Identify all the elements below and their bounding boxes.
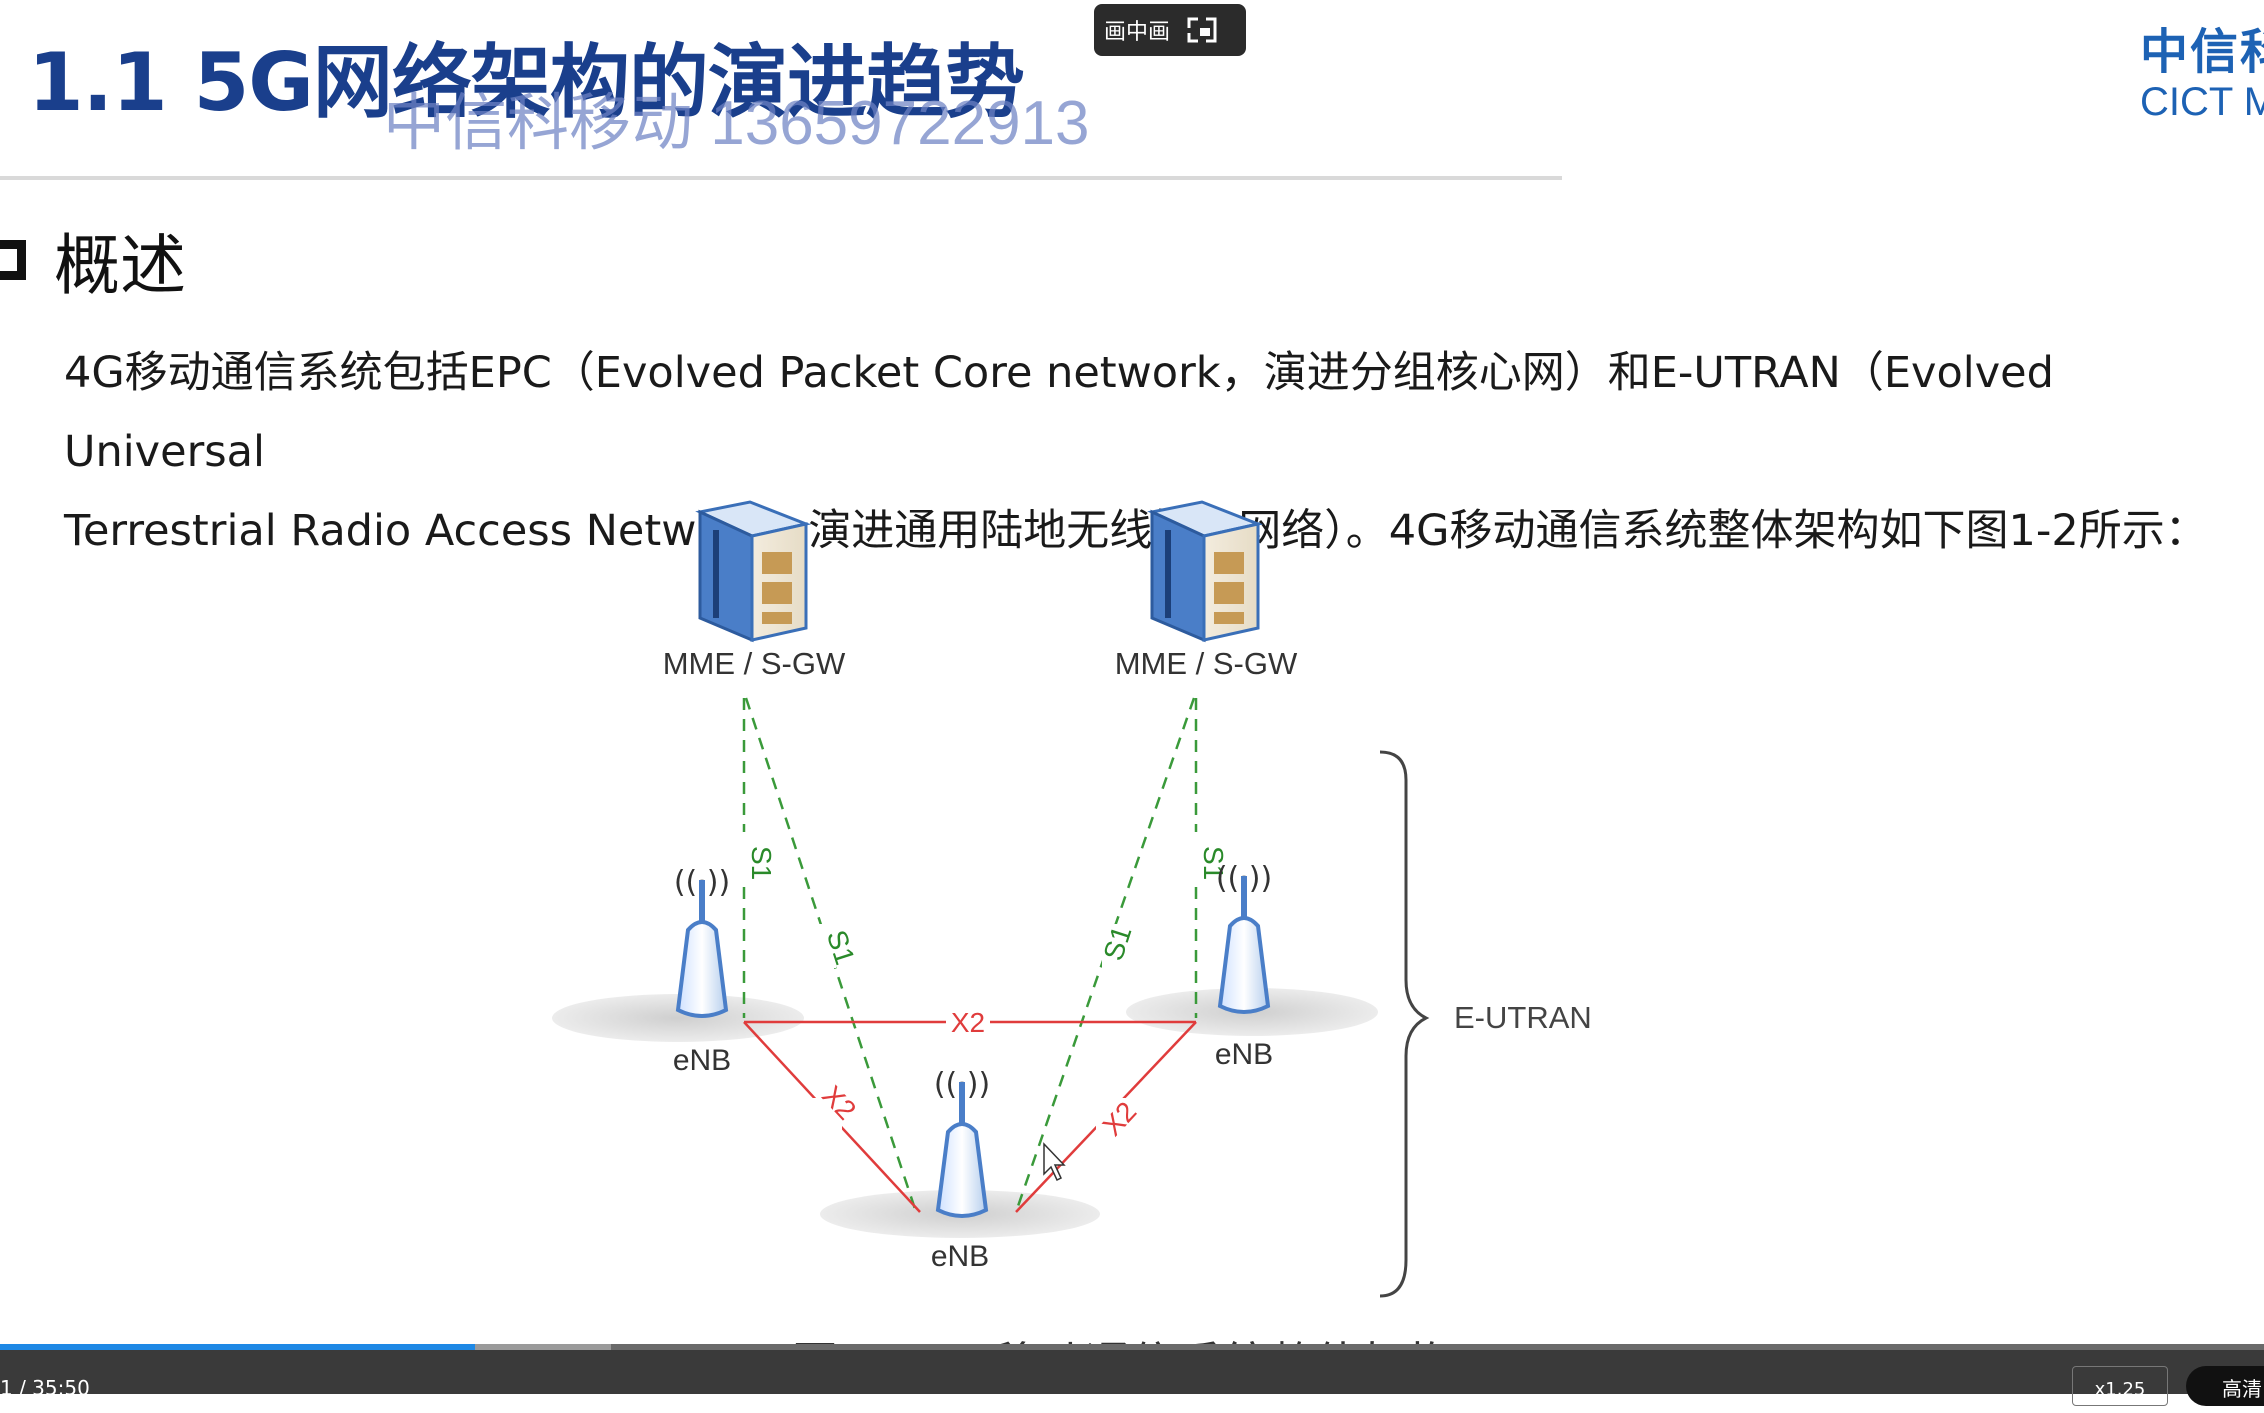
- playback-speed-button[interactable]: x1.25: [2072, 1366, 2168, 1406]
- slide-title: 1.1 5G网络架构的演进趋势: [28, 36, 1025, 129]
- s1-link-right-bottom: [1014, 697, 1196, 1213]
- progress-bar[interactable]: [0, 1344, 2264, 1350]
- architecture-diagram: MME / S-GW MME / S-GW S1 S1 S1 S1 X2 X2 …: [552, 500, 1592, 1298]
- body-paragraph: 4G移动通信系统包括EPC（Evolved Packet Core networ…: [64, 334, 2244, 571]
- enb-left-label: eNB: [673, 1044, 731, 1077]
- quality-button[interactable]: 高清: [2186, 1366, 2264, 1406]
- video-control-bar: [0, 1344, 2264, 1394]
- enb-left-shadow: [552, 994, 804, 1042]
- watermark: 中信科移动 13659722913: [383, 89, 1090, 158]
- progress-played: [0, 1344, 476, 1350]
- logo-cn: 中信科: [2140, 24, 2264, 80]
- enb-left-tower-icon: ((·)): [674, 865, 730, 1018]
- title-divider: [0, 176, 1562, 180]
- company-logo: 中信科 CICT M: [2140, 28, 2264, 122]
- bullet-square-icon: [0, 240, 26, 280]
- s1-link-left-bottom: [744, 697, 918, 1213]
- mme-right-label: MME / S-GW: [1115, 646, 1298, 681]
- s1-label-left-vertical: S1: [746, 846, 777, 880]
- pip-icon: [1186, 16, 1218, 44]
- timecode: 1 / 35:50: [0, 1376, 90, 1400]
- picture-in-picture-button[interactable]: 画中画: [1094, 4, 1246, 56]
- mouse-cursor-icon: [1043, 1142, 1066, 1182]
- eutran-label: E-UTRAN: [1454, 1000, 1592, 1035]
- enb-right-label: eNB: [1215, 1038, 1273, 1071]
- enb-bottom-label: eNB: [931, 1240, 989, 1273]
- pip-label: 画中画: [1104, 20, 1171, 45]
- mme-left-server-icon: [695, 500, 812, 643]
- section-heading: 概述: [54, 227, 186, 304]
- eutran-brace: [1379, 750, 1430, 1298]
- logo-en: CICT M: [2140, 80, 2264, 124]
- mme-left-label: MME / S-GW: [663, 646, 846, 681]
- paragraph-line-1: 4G移动通信系统包括EPC（Evolved Packet Core networ…: [64, 348, 2054, 477]
- section-header: 概述: [0, 212, 186, 308]
- enb-right-tower-icon: ((·)): [1216, 861, 1272, 1014]
- x2-label-top: X2: [951, 1007, 985, 1038]
- enb-bottom-tower-icon: ((·)): [934, 1067, 990, 1218]
- paragraph-line-2: Terrestrial Radio Access Network，演进通用陆地无…: [64, 506, 2208, 556]
- s1-label-right-vertical: S1: [1198, 846, 1229, 880]
- mme-right-server-icon: [1147, 500, 1264, 643]
